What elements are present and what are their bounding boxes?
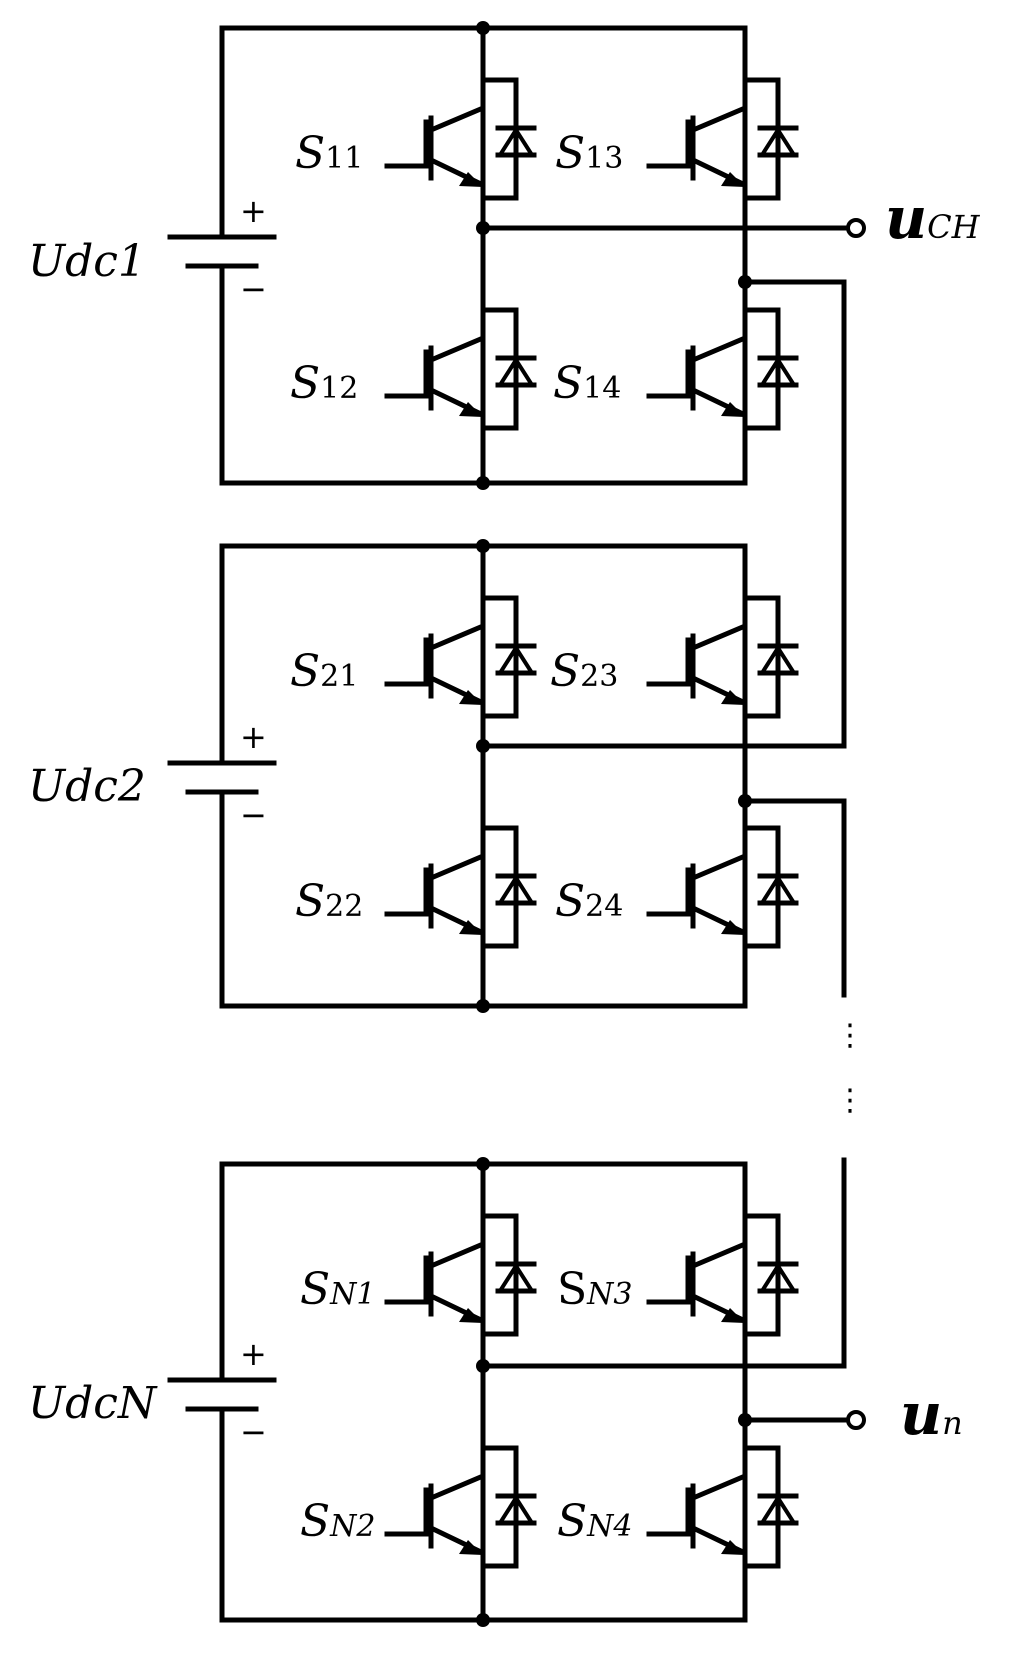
- node-midpoint-left-n: [476, 1359, 490, 1373]
- igbt-switch-s13: [646, 75, 799, 201]
- igbt-switch-sn3: [646, 1211, 799, 1337]
- link-wire-continuation-cellN: [480, 1157, 847, 1369]
- igbt-switch-s23: [646, 593, 799, 719]
- dc-source-battery-1: + −: [167, 192, 277, 308]
- switch-label-s22: S22: [295, 876, 363, 927]
- switch-label-s24: S24: [555, 876, 623, 927]
- node-top-rail-2: [476, 539, 490, 553]
- igbt-switch-sn4: [646, 1443, 799, 1569]
- igbt-switch-sn2: [384, 1443, 537, 1569]
- h-bridge-cell-n: + − UdcN SN1 SN2: [28, 1157, 799, 1627]
- igbt-switch-s12: [384, 305, 537, 431]
- svg-text:⋮: ⋮: [835, 1083, 865, 1118]
- node-bottom-rail-2: [476, 999, 490, 1013]
- dc-source-battery-n: + −: [167, 1335, 277, 1451]
- plus-sign: +: [240, 718, 267, 756]
- minus-sign: −: [240, 1413, 267, 1451]
- node-top-rail-1: [476, 21, 490, 35]
- switch-label-sn4: SN4: [557, 1496, 633, 1547]
- igbt-switch-s22: [384, 823, 537, 949]
- plus-sign: +: [240, 192, 267, 230]
- igbt-switch-s24: [646, 823, 799, 949]
- source-label-n: UdcN: [28, 1378, 158, 1429]
- igbt-switch-sn1: [384, 1211, 537, 1337]
- output-terminal-un: [742, 1410, 866, 1430]
- switch-label-s14: S14: [553, 358, 621, 409]
- igbt-switch-s21: [384, 593, 537, 719]
- igbt-switch-s14: [646, 305, 799, 431]
- switch-label-s23: S23: [550, 646, 618, 697]
- node-bottom-rail-n: [476, 1613, 490, 1627]
- svg-text:⋮: ⋮: [835, 1018, 865, 1053]
- plus-sign: +: [240, 1335, 267, 1373]
- node-bottom-rail-1: [476, 476, 490, 490]
- minus-sign: −: [240, 796, 267, 834]
- switch-label-s12: S12: [290, 358, 358, 409]
- switch-label-s13: S13: [555, 128, 623, 179]
- h-bridge-cell-1: + − Udc1 S11 S12: [28, 21, 799, 490]
- output-label-un: un: [900, 1380, 963, 1448]
- source-label-1: Udc1: [28, 236, 146, 287]
- link-wire-cell2-continuation: [742, 798, 847, 998]
- switch-label-sn3: SN3: [557, 1264, 633, 1315]
- switch-label-sn2: SN2: [300, 1496, 376, 1547]
- minus-sign: −: [240, 270, 267, 308]
- h-bridge-cell-2: + − Udc2 S21 S22: [28, 539, 799, 1013]
- source-label-2: Udc2: [28, 761, 146, 812]
- output-label-uch: uCH: [885, 184, 981, 252]
- switch-label-s21: S21: [290, 646, 358, 697]
- continuation-dots: ⋮ ⋮: [835, 1018, 865, 1118]
- igbt-switch-s11: [384, 75, 537, 201]
- link-wire-cell1-cell2: [480, 279, 847, 749]
- switch-label-sn1: SN1: [300, 1264, 376, 1315]
- node-top-rail-n: [476, 1157, 490, 1171]
- node-midpoint-left-2: [476, 739, 490, 753]
- dc-source-battery-2: + −: [167, 718, 277, 834]
- output-terminal-uch: [480, 218, 866, 238]
- switch-label-s11: S11: [295, 128, 363, 179]
